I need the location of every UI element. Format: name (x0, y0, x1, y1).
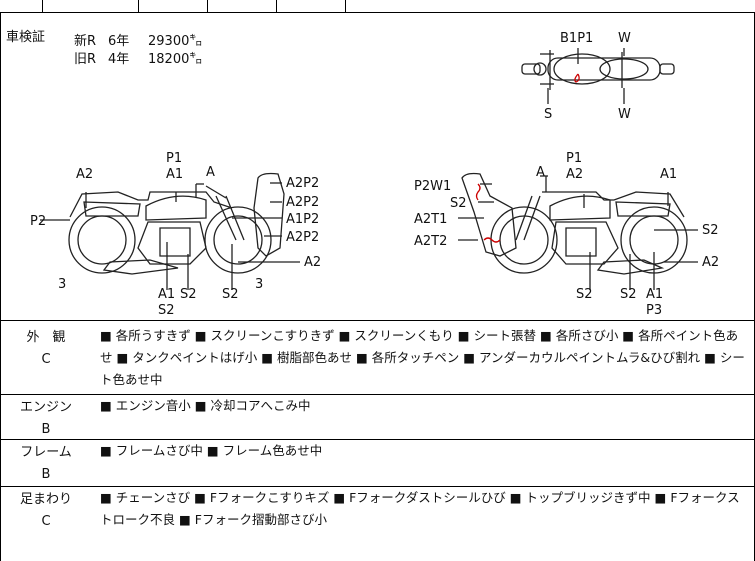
right-s2-bottom-label: S2 (620, 287, 637, 302)
top-s-label: S (544, 107, 552, 122)
top-b1p1-label: B1P1 (560, 31, 593, 46)
left-s2-bottom-label: S2 (158, 303, 175, 318)
condition-category: エンジン B (11, 397, 81, 441)
top-view-damage-mark (574, 73, 580, 83)
condition-row-suspension: 足まわり C ■ チェーンさび ■ Fフォークこすりキズ ■ Fフォークダストシ… (0, 487, 755, 561)
inspection-new-type: 新R (74, 34, 97, 49)
right-p1-label: P1 (566, 151, 582, 166)
left-a2p2-label-3: A2P2 (286, 230, 319, 245)
inspection-new-row: 新R 6年 29300㌔ (74, 30, 202, 49)
category-name: エンジン (19, 400, 72, 415)
a2t2-damage-mark (483, 237, 501, 243)
right-a2-right-label: A2 (702, 255, 719, 270)
left-view-motorcycle (68, 172, 285, 275)
left-a2p2-label-1: A2P2 (286, 176, 319, 191)
condition-items: ■ フレームさび中 ■ フレーム色あせ中 (100, 443, 323, 458)
left-a-label: A (206, 165, 215, 180)
category-name: 外 観 (26, 330, 66, 345)
motorcycle-damage-diagram: B1P1 W S W P1 A1 A A2 P2 3 A1 S2 S2 S2 3… (30, 31, 719, 318)
condition-row-exterior: 外 観 C ■ 各所うすきず ■ スクリーンこすりきず ■ スクリーンくもり ■… (0, 321, 755, 395)
right-a2-label: A2 (566, 167, 583, 182)
right-a-label: A (536, 165, 545, 180)
category-grade: B (41, 422, 51, 437)
condition-items: ■ 各所うすきず ■ スクリーンこすりきず ■ スクリーンくもり ■ シート張替… (100, 328, 745, 387)
condition-category: フレーム B (11, 442, 81, 486)
right-s2-bottom-left-label: S2 (576, 287, 593, 302)
left-a1-label: A1 (166, 167, 183, 182)
left-p1-label: P1 (166, 151, 182, 166)
right-s2-right-label: S2 (702, 223, 719, 238)
inspection-new-years: 6年 (108, 34, 130, 49)
condition-category: 足まわり C (11, 489, 81, 533)
category-name: フレーム (20, 445, 72, 460)
category-grade: C (41, 514, 51, 529)
damage-marks (475, 73, 580, 243)
condition-category: 外 観 C (11, 327, 81, 371)
condition-items: ■ エンジン音小 ■ 冷却コアへこみ中 (100, 398, 311, 413)
right-a2t2-label: A2T2 (414, 234, 447, 249)
left-a2p2-label-2: A2P2 (286, 195, 319, 210)
p2w1-damage-mark (475, 183, 481, 201)
right-p2w1-label: P2W1 (414, 179, 451, 194)
condition-items: ■ チェーンさび ■ Fフォークこすりキズ ■ Fフォークダストシールひび ■ … (100, 490, 740, 527)
condition-row-engine: エンジン B ■ エンジン音小 ■ 冷却コアへこみ中 (0, 395, 755, 440)
right-a2t1-label: A2T1 (414, 212, 447, 227)
left-a2-front-label: A2 (304, 255, 321, 270)
inspection-old-years: 4年 (108, 52, 130, 67)
right-s2-label: S2 (450, 196, 467, 211)
header-cell (276, 0, 346, 12)
right-view-motorcycle (461, 172, 688, 275)
right-a1-label: A1 (660, 167, 677, 182)
right-a1-bottom-label: A1 (646, 287, 663, 302)
left-s2-mid-label: S2 (222, 287, 239, 302)
left-a1p2-label: A1P2 (286, 212, 319, 227)
header-cell (42, 0, 139, 12)
category-grade: C (41, 352, 51, 367)
header-cell (138, 0, 208, 12)
left-a1-bottom-label: A1 (158, 287, 175, 302)
inspection-old-mileage: 18200㌔ (148, 52, 203, 67)
right-p3-label: P3 (646, 303, 662, 318)
header-cell (0, 0, 43, 12)
category-grade: B (41, 467, 51, 482)
left-3-mid-label: 3 (255, 277, 263, 292)
left-p2-label: P2 (30, 214, 46, 229)
top-w-bottom-label: W (618, 107, 631, 122)
left-3-label: 3 (58, 277, 66, 292)
category-name: 足まわり (19, 492, 72, 507)
condition-row-frame: フレーム B ■ フレームさび中 ■ フレーム色あせ中 (0, 440, 755, 487)
header-strip (0, 0, 754, 13)
inspection-old-row: 旧R 4年 18200㌔ (74, 48, 202, 67)
top-view-motorcycle (521, 50, 675, 90)
left-s2-right-label: S2 (180, 287, 197, 302)
inspection-new-mileage: 29300㌔ (148, 34, 203, 49)
header-cell (207, 0, 277, 12)
top-w-label: W (618, 31, 631, 46)
inspection-old-type: 旧R (74, 52, 97, 67)
left-a2-label: A2 (76, 167, 93, 182)
inspection-label: 車検証 (6, 30, 46, 45)
